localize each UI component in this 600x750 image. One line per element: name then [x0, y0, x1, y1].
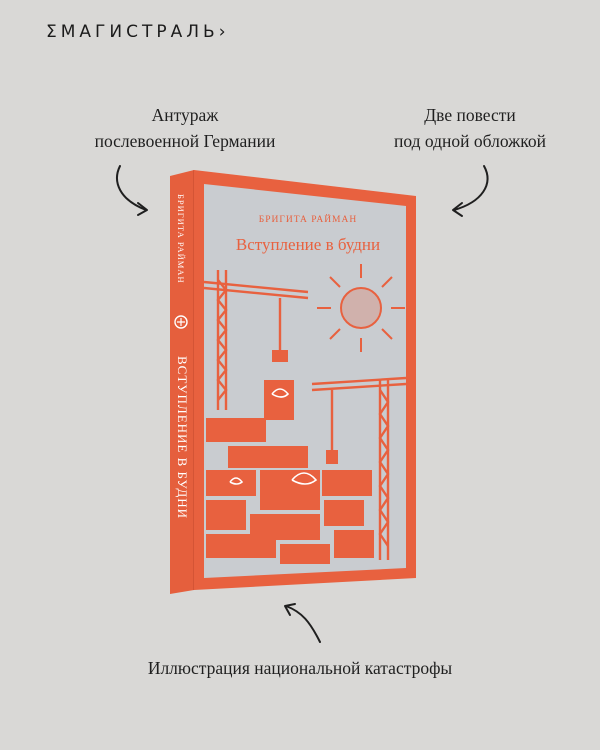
crane-icon: [311, 376, 407, 560]
book-cover-3d: БРИГИТА РАЙМАН Вступление в будни БРИГИТ…: [168, 170, 418, 605]
arrow-icon: [452, 165, 489, 217]
caption-setting-line-2: послевоенной Германии: [94, 131, 276, 151]
caption-two-novellas-line-1: Две повести: [424, 105, 516, 125]
sun-icon: [317, 264, 405, 352]
caption-setting: Антураж послевоенной Германии: [60, 102, 310, 154]
caption-illustration: Иллюстрация национальной катастрофы: [147, 658, 453, 678]
dove-icon: [229, 388, 318, 485]
arrow-icon: [284, 603, 321, 643]
spine-author: БРИГИТА РАЙМАН: [176, 194, 186, 284]
crane-icon: [203, 270, 309, 410]
publisher-logo-icon: [174, 315, 188, 329]
cover-author: БРИГИТА РАЙМАН: [259, 213, 357, 225]
publisher-logo: ΣМАГИСТРАЛЬ›: [46, 22, 230, 42]
spine-title: ВСТУПЛЕНИЕ В БУДНИ: [175, 356, 190, 519]
book-illustration: БРИГИТА РАЙМАН Вступление в будни БРИГИТ…: [170, 170, 416, 594]
cover-title: Вступление в будни: [236, 235, 380, 254]
caption-two-novellas-line-2: под одной обложкой: [394, 131, 546, 151]
caption-setting-line-1: Антураж: [151, 105, 219, 125]
caption-two-novellas: Две повести под одной обложкой: [360, 102, 580, 154]
building-blocks: [206, 418, 374, 564]
arrow-icon: [116, 165, 148, 216]
